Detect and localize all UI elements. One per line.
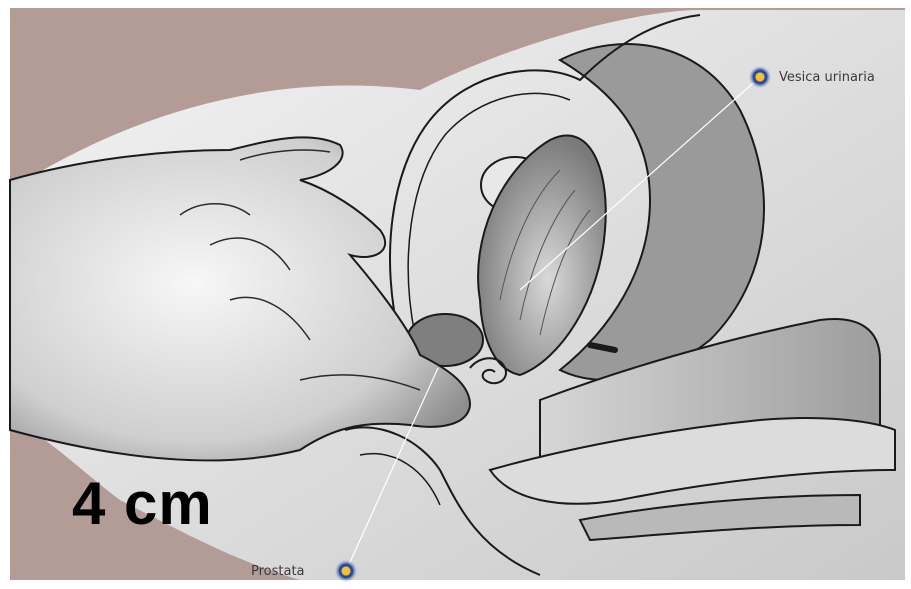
prostate-label: Prostata — [251, 565, 305, 578]
scale-label: 4 cm — [72, 474, 213, 534]
bladder-marker-icon[interactable] — [751, 68, 769, 86]
prostate-marker-icon[interactable] — [337, 562, 355, 580]
bladder-label: Vesica urinaria — [779, 71, 875, 84]
